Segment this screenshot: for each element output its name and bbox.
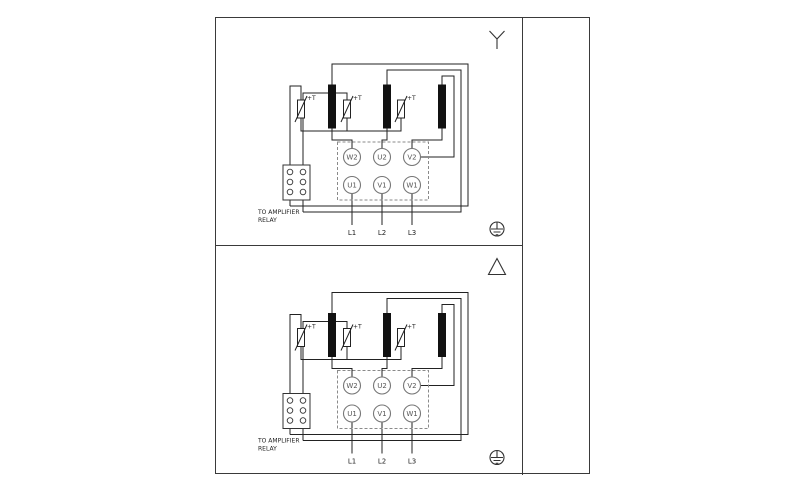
thermistor-2: +T [340,324,362,351]
relay-label-line2: RELAY [258,446,277,453]
terminal-w2: W2 [342,376,362,395]
side-note-column: IEC TP211 THERMALLY PROTECTED WHEN THE T… [523,18,589,473]
svg-text:W2: W2 [346,154,357,162]
thermistor-label: +T [407,324,416,331]
relay-label-line1: TO AMPLIFIER [257,438,300,445]
star-wiring-svg: +T +T +T [257,30,505,237]
thermistors: +T +T +T [294,95,416,123]
thermistor-label: +T [307,95,316,102]
terminal-board: W2 U2 V2 U1 [337,370,429,429]
star-icon [489,30,505,49]
wiring-lines [289,292,469,454]
svg-text:V1: V1 [377,410,386,418]
terminal-v2: V2 [402,376,422,395]
supply-l3-label: L3 [408,229,416,237]
svg-text:U1: U1 [347,410,357,418]
terminal-w1: W1 [402,175,422,195]
thermistor-label: +T [353,324,362,331]
supply-l2-label: L2 [378,458,386,466]
svg-text:W2: W2 [346,382,357,390]
winding-1 [328,313,336,357]
winding-2 [383,84,391,129]
delta-icon [487,257,507,276]
thermistors: +T +T +T [294,324,416,351]
earth-icon [489,221,505,237]
thermistor-1: +T [294,324,316,351]
delta-wiring-svg: +T +T +T [257,257,507,466]
delta-connection-panel: +T +T +T [216,246,523,475]
amplifier-relay-block [282,393,311,429]
thermistor-2: +T [340,95,362,123]
motor-windings [328,313,446,357]
svg-text:V2: V2 [407,382,416,390]
earth-icon [489,449,505,466]
svg-text:V2: V2 [407,154,416,162]
svg-text:U1: U1 [347,182,357,190]
thermistor-3: +T [394,324,416,351]
wiring-lines [289,63,469,225]
supply-l3-label: L3 [408,458,416,466]
terminal-u2: U2 [372,147,392,167]
motor-windings [328,84,446,129]
thermistor-label: +T [353,95,362,102]
supply-l1-label: L1 [348,229,356,237]
svg-text:W1: W1 [406,410,417,418]
terminal-u2: U2 [372,376,392,395]
winding-3 [438,84,446,129]
relay-label-line1: TO AMPLIFIER [257,209,300,216]
terminal-v1: V1 [372,404,392,423]
supply-l2-label: L2 [378,229,386,237]
relay-label-line2: RELAY [258,217,277,224]
svg-text:U2: U2 [377,382,387,390]
terminal-u1: U1 [342,175,362,195]
svg-text:W1: W1 [406,182,417,190]
thermistor-1: +T [294,95,316,123]
amplifier-relay-block [282,164,311,201]
terminal-w1: W1 [402,404,422,423]
supply-l1-label: L1 [348,458,356,466]
svg-text:U2: U2 [377,154,387,162]
thermistor-3: +T [394,95,416,123]
winding-1 [328,84,336,129]
svg-text:V1: V1 [377,182,386,190]
winding-3 [438,313,446,357]
terminal-u1: U1 [342,404,362,423]
winding-2 [383,313,391,357]
terminal-v2: V2 [402,147,422,167]
thermistor-label: +T [307,324,316,331]
thermistor-label: +T [407,95,416,102]
diagram-frame: +T +T +T [215,17,590,475]
terminal-w2: W2 [342,147,362,167]
star-connection-panel: +T +T +T [216,18,523,246]
terminal-board: W2 U2 V2 U1 [337,141,429,201]
terminal-v1: V1 [372,175,392,195]
